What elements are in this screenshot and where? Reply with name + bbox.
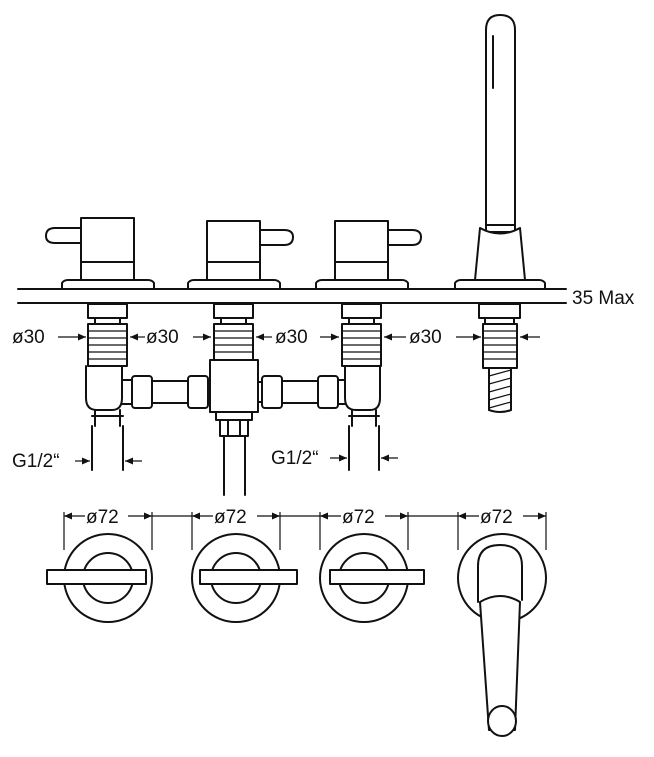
deck [17,288,567,304]
thread-dimensions [75,454,398,465]
valve-middle [187,220,294,496]
bore-label-2: ø30 [146,327,179,348]
rosette-label-4: ø72 [480,507,513,528]
rosette-label-3: ø72 [342,507,375,528]
valve-right [315,220,422,471]
bore-label-3: ø30 [275,327,308,348]
top-view-rosettes [46,533,547,737]
thread-label-2: G1/2“ [271,448,319,469]
rosette-label-1: ø72 [86,507,119,528]
bore-label-4: ø30 [409,327,442,348]
valve-left [45,217,155,471]
connecting-pipes [121,375,346,409]
deck-thickness-label: 35 Max [572,288,635,309]
rosette-dimensions [63,512,547,550]
thread-label-1: G1/2“ [12,451,60,472]
hand-shower [454,14,546,413]
bore-label-1: ø30 [12,327,45,348]
rosette-label-2: ø72 [214,507,247,528]
